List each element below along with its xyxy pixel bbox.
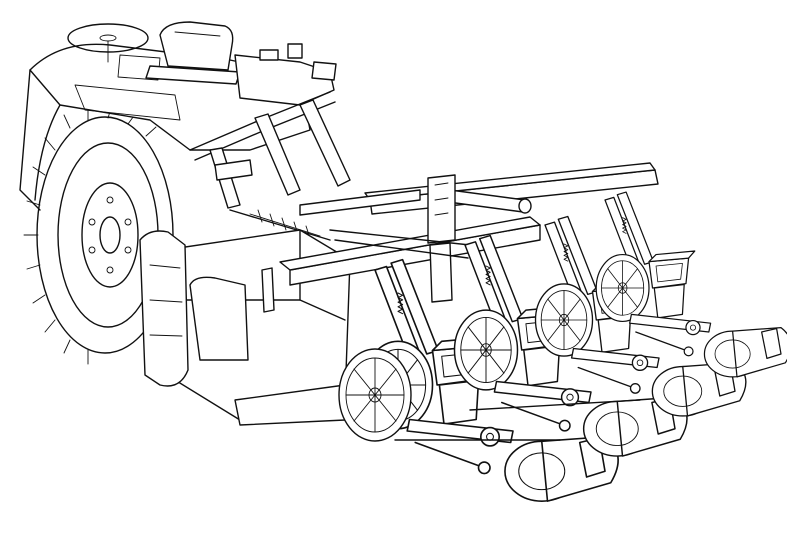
toolbar xyxy=(261,162,659,313)
tie-rods xyxy=(394,399,641,441)
tractor xyxy=(19,21,351,365)
right-fender xyxy=(234,43,337,106)
three-point-hitch xyxy=(189,91,351,241)
steering-wheel xyxy=(67,23,149,63)
seat xyxy=(145,21,241,85)
front-gauge-wheel xyxy=(338,348,412,442)
